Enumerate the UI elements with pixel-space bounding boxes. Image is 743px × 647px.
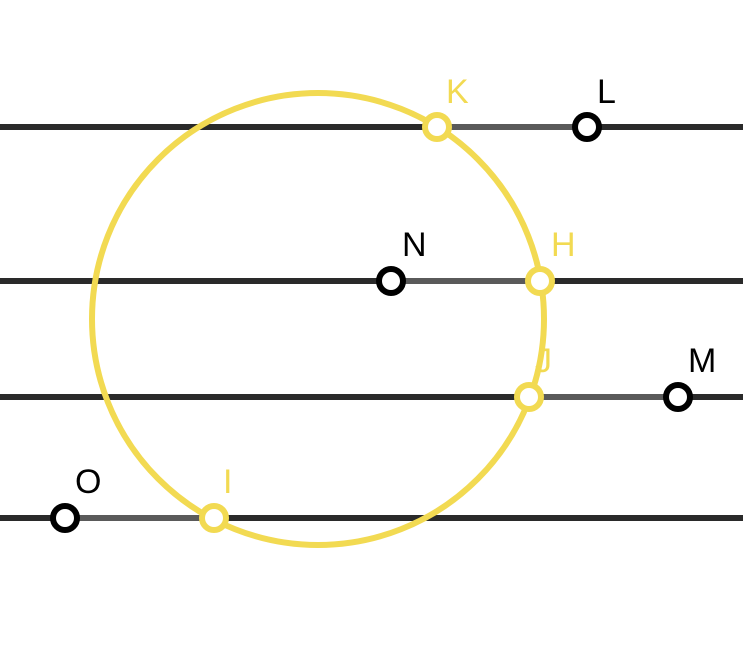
label-j: J [535, 342, 552, 380]
label-i: I [223, 463, 232, 501]
point-o [50, 503, 80, 533]
label-k: K [446, 73, 469, 111]
label-h: H [551, 226, 576, 264]
label-o: O [75, 463, 101, 501]
label-n: N [402, 226, 427, 264]
point-i [199, 503, 229, 533]
label-l: L [597, 73, 616, 111]
point-k [422, 112, 452, 142]
point-h [525, 266, 555, 296]
label-m: M [688, 342, 716, 380]
point-j [514, 382, 544, 412]
circle [89, 90, 547, 548]
point-l [572, 112, 602, 142]
point-m [663, 382, 693, 412]
point-n [376, 266, 406, 296]
